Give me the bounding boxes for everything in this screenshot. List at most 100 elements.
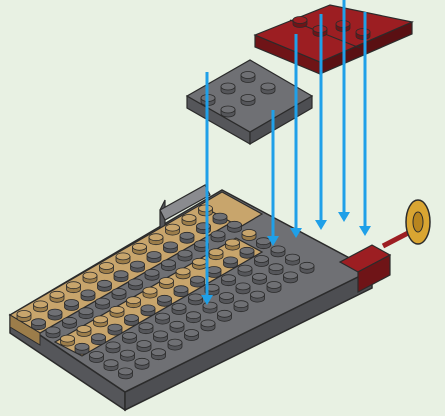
stud	[209, 249, 223, 260]
stud	[228, 221, 242, 232]
stud	[255, 256, 269, 267]
stud	[160, 278, 174, 289]
stud	[83, 272, 97, 283]
stud	[32, 319, 46, 330]
stud	[222, 275, 236, 286]
stud	[164, 242, 178, 253]
stud	[123, 332, 137, 343]
stud	[300, 262, 314, 273]
stud	[241, 95, 255, 106]
stud	[240, 247, 254, 258]
stud	[127, 297, 141, 308]
stud	[143, 287, 157, 298]
stud	[63, 317, 77, 328]
stud	[79, 308, 93, 319]
stud	[162, 260, 176, 271]
stud	[166, 224, 180, 235]
stud	[114, 271, 128, 282]
stud	[211, 231, 225, 242]
stud	[236, 283, 250, 294]
stud	[90, 352, 104, 363]
stud	[94, 316, 108, 327]
stud	[226, 239, 240, 250]
stud	[238, 265, 252, 276]
stud	[65, 300, 79, 311]
stud	[220, 293, 234, 304]
stud	[121, 350, 135, 361]
stud	[261, 83, 275, 94]
stud	[149, 234, 163, 245]
stud	[77, 326, 91, 337]
stud	[137, 341, 151, 352]
stud	[234, 301, 248, 312]
stud	[241, 72, 255, 83]
stud	[286, 254, 300, 265]
stud	[154, 331, 168, 342]
stud	[187, 312, 201, 323]
stud	[34, 301, 48, 312]
gold-gear-hub	[413, 212, 423, 232]
stud	[174, 286, 188, 297]
stud	[185, 330, 199, 341]
stud	[170, 321, 184, 332]
baseplate	[10, 185, 430, 410]
stud	[48, 309, 62, 320]
stud	[67, 282, 81, 293]
stud	[207, 267, 221, 278]
stud	[221, 106, 235, 117]
stud	[119, 368, 133, 379]
stud	[135, 358, 149, 369]
stud	[356, 29, 370, 40]
stud	[112, 289, 126, 300]
stud	[61, 335, 75, 346]
stud	[191, 276, 205, 287]
stud	[129, 279, 143, 290]
stud	[75, 343, 89, 354]
stud	[269, 264, 283, 275]
stud	[221, 83, 235, 94]
stud	[284, 272, 298, 283]
stud	[178, 250, 192, 261]
stud	[133, 243, 147, 254]
stud	[193, 258, 207, 269]
stud	[131, 261, 145, 272]
stud	[145, 269, 159, 280]
stud	[176, 268, 190, 279]
stud	[168, 339, 182, 350]
stud	[257, 238, 271, 249]
stud	[46, 327, 60, 338]
stud	[218, 310, 232, 321]
stud	[172, 304, 186, 315]
stud	[106, 342, 120, 353]
stud	[213, 213, 227, 224]
stud	[100, 263, 114, 274]
stud	[139, 323, 153, 334]
stud	[96, 298, 110, 309]
red-plate-assembly	[255, 5, 412, 74]
axle	[383, 232, 410, 246]
stud	[293, 17, 307, 28]
stud	[116, 253, 130, 264]
stud	[253, 273, 267, 284]
stud	[158, 295, 172, 306]
stud	[141, 305, 155, 316]
stud	[92, 334, 106, 345]
stud	[271, 246, 285, 257]
stud	[108, 324, 122, 335]
stud	[81, 290, 95, 301]
stud	[147, 252, 161, 263]
stud	[242, 230, 256, 241]
stud	[201, 320, 215, 331]
stud	[182, 215, 196, 226]
stud	[224, 257, 238, 268]
stud	[98, 280, 112, 291]
stud	[50, 291, 64, 302]
stud	[267, 282, 281, 293]
stud	[203, 302, 217, 313]
stud	[125, 315, 139, 326]
stud	[104, 360, 118, 371]
stud	[189, 294, 203, 305]
stud	[156, 313, 170, 324]
